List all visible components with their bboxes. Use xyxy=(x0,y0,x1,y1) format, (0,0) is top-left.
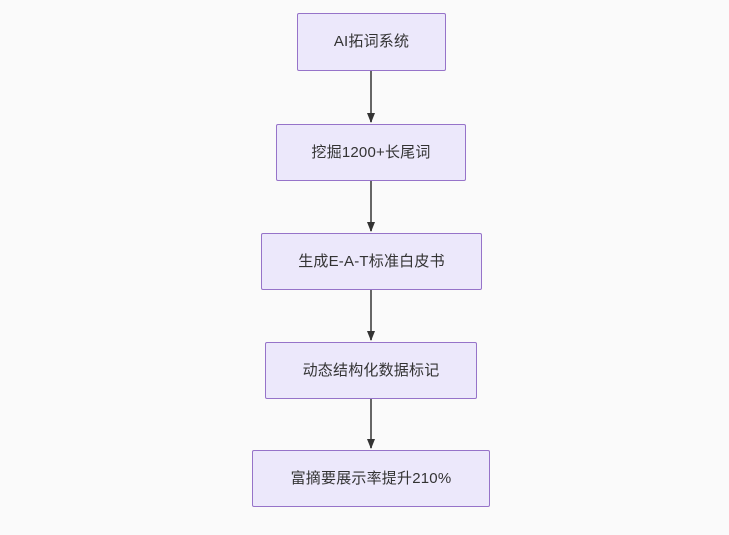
flowchart-node-5-label: 富摘要展示率提升210% xyxy=(290,469,452,487)
flowchart-node-2[interactable]: 挖掘1200+长尾词 xyxy=(276,124,466,181)
flowchart-node-4-label: 动态结构化数据标记 xyxy=(302,361,440,379)
flowchart-node-4[interactable]: 动态结构化数据标记 xyxy=(265,342,477,399)
flowchart-node-2-label: 挖掘1200+长尾词 xyxy=(311,143,431,161)
flowchart-node-3[interactable]: 生成E-A-T标准白皮书 xyxy=(261,233,482,290)
flowchart-node-5[interactable]: 富摘要展示率提升210% xyxy=(252,450,490,507)
flowchart-node-3-label: 生成E-A-T标准白皮书 xyxy=(298,252,445,270)
flowchart-node-1-label: AI拓词系统 xyxy=(333,33,410,50)
flowchart-node-1[interactable]: AI拓词系统 xyxy=(297,13,446,71)
